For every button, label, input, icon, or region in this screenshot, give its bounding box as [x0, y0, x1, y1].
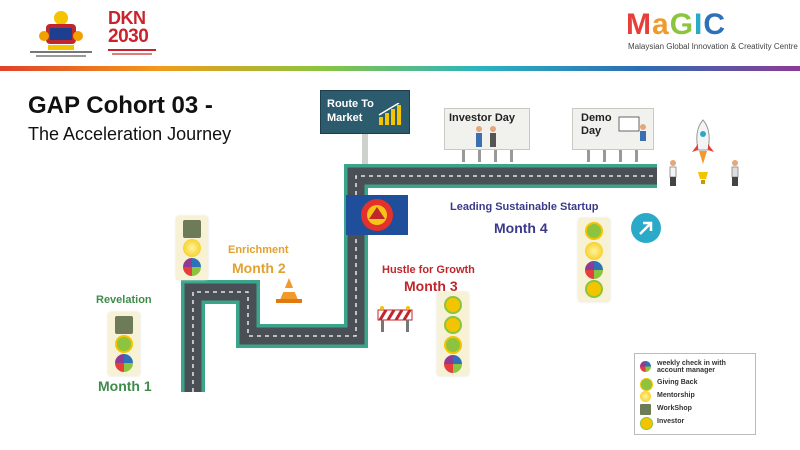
slide-subtitle: The Acceleration Journey	[28, 124, 232, 144]
investor-day-label: Investor Day	[449, 112, 516, 124]
legend-item: Giving Back	[640, 377, 752, 391]
malaysia-crest-logo	[39, 11, 83, 50]
magic-logo-letter: I	[694, 8, 704, 41]
asean-emblem-icon	[346, 195, 408, 235]
presentation-icon	[618, 116, 646, 141]
demo-day-billboard: Demo Day	[572, 108, 654, 150]
dkn-year: 2030	[108, 26, 149, 47]
mentorship-icon	[640, 391, 651, 402]
demo-day-line2: Day	[581, 125, 602, 137]
rocket-icon	[692, 119, 714, 164]
legend-item: weekly check in with account manager	[640, 360, 752, 374]
legend-box: weekly check in with account manager Giv…	[634, 353, 756, 435]
investor-day-billboard: Investor Day	[444, 108, 530, 150]
dkn-title: DKN	[108, 8, 146, 28]
giving-back-icon	[444, 336, 462, 354]
road-barrier-icon	[377, 306, 413, 332]
dkn-2030-logo: DKN 2030	[108, 8, 158, 60]
person-icon	[669, 160, 677, 186]
route-to-market-billboard: Route To Market	[320, 90, 410, 134]
revelation-label: Revelation	[96, 294, 152, 306]
globe-icon	[183, 258, 201, 276]
handshake-people-icon	[476, 126, 496, 147]
investor-icon	[444, 316, 462, 334]
month3-activity-card	[437, 292, 469, 376]
mentorship-icon	[183, 239, 201, 257]
globe-icon	[585, 261, 603, 279]
magic-logo: MaGIC	[626, 8, 726, 42]
route-to-market-line2: Market	[327, 112, 363, 124]
magic-logo-letter: a	[652, 8, 670, 41]
trophy-icon	[698, 172, 708, 184]
demo-day-line1: Demo	[581, 112, 612, 124]
investor-icon	[585, 280, 603, 298]
arrow-up-right-icon	[631, 213, 661, 243]
magic-logo-letter: G	[669, 8, 695, 41]
month1-activity-card	[108, 312, 140, 376]
crest-caption-logo	[30, 51, 92, 57]
month1-label: Month 1	[98, 378, 152, 394]
globe-icon	[640, 361, 651, 372]
month2-label: Month 2	[232, 260, 286, 276]
globe-icon	[115, 354, 133, 372]
workshop-icon	[115, 316, 133, 334]
magic-logo-letter: C	[703, 8, 727, 41]
hustle-label: Hustle for Growth	[382, 264, 475, 276]
month3-label: Month 3	[404, 278, 458, 294]
legend-item: Mentorship	[640, 390, 752, 404]
month2-activity-card	[176, 216, 208, 280]
header-bar: DKN 2030 MaGIC Malaysian Global Innovati…	[0, 0, 800, 66]
investor-icon	[444, 296, 462, 314]
globe-icon	[444, 355, 462, 373]
giving-back-icon	[585, 222, 603, 240]
giving-back-icon	[115, 335, 133, 353]
slide-title: GAP Cohort 03 -	[28, 92, 213, 119]
route-to-market-line1: Route To	[327, 98, 374, 110]
investor-icon	[640, 417, 653, 430]
enrichment-label: Enrichment	[228, 244, 289, 256]
workshop-icon	[640, 404, 651, 415]
legend-label: Giving Back	[657, 379, 698, 386]
growth-chart-icon	[378, 103, 401, 125]
month4-label: Month 4	[494, 220, 548, 236]
legend-label: WorkShop	[657, 405, 692, 412]
traffic-cone-icon	[276, 278, 302, 303]
leading-label: Leading Sustainable Startup	[450, 201, 599, 213]
legend-label: weekly check in with account manager	[657, 360, 726, 374]
legend-item: WorkShop	[640, 403, 752, 417]
magic-logo-letter: M	[626, 8, 652, 41]
color-stripe	[0, 66, 800, 71]
giving-back-icon	[640, 378, 653, 391]
magic-subtitle: Malaysian Global Innovation & Creativity…	[628, 42, 798, 51]
workshop-icon	[183, 220, 201, 238]
legend-label: Investor	[657, 418, 685, 425]
mentorship-icon	[585, 242, 603, 260]
legend-label: Mentorship	[657, 392, 695, 399]
legend-item: Investor	[640, 416, 752, 430]
month4-activity-card	[578, 218, 610, 302]
person-icon	[731, 160, 739, 186]
